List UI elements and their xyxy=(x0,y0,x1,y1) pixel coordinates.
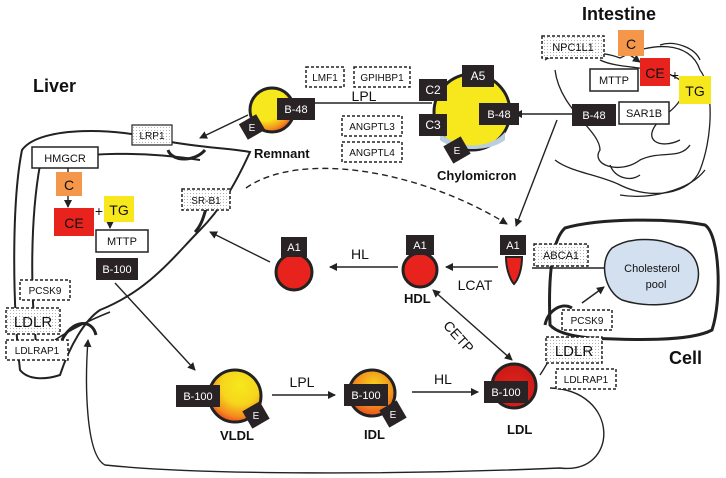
abca1-box: ABCA1 xyxy=(543,250,579,262)
enzyme-lcat: LCAT xyxy=(458,277,493,293)
liver-plus: + xyxy=(95,203,103,219)
liver-c: C xyxy=(64,177,74,193)
angptl4-box: ANGPTL4 xyxy=(349,148,395,159)
apo-c2: C2 xyxy=(425,83,441,97)
apo-e-chylomicron: E xyxy=(454,146,461,157)
intestine-tg: TG xyxy=(685,83,704,99)
cholesterol-pool-line1: Cholesterol xyxy=(624,263,680,275)
ldlrap1-cell-box: LDLRAP1 xyxy=(564,375,609,386)
sar1b-box: SAR1B xyxy=(626,108,662,120)
hdl-label: HDL xyxy=(404,291,431,306)
enzyme-cetp: CETP xyxy=(440,317,477,355)
enzyme-lpl-vldl: LPL xyxy=(290,374,315,390)
enzyme-hl-idl: HL xyxy=(434,371,452,387)
apolipoprotein-tags: A5 C2 C3 B-48 E B-48 E B-48 A1 A1 A1 B-1… xyxy=(96,65,616,429)
apo-c3: C3 xyxy=(425,118,441,132)
intestine-ce: CE xyxy=(645,65,664,81)
gpihbp1-box: GPIHBP1 xyxy=(360,73,404,84)
ldlr-cell-box: LDLR xyxy=(555,343,594,360)
angptl3-box: ANGPTL3 xyxy=(349,122,395,133)
npc1l1-box: NPC1L1 xyxy=(552,42,594,54)
apo-e-vldl: E xyxy=(253,411,260,422)
hdl-particle xyxy=(401,251,439,289)
cell-label: Cell xyxy=(669,348,702,368)
apo-a1-hdl: A1 xyxy=(413,240,426,252)
pcsk9-cell-box: PCSK9 xyxy=(571,316,604,327)
liver-tg: TG xyxy=(109,202,128,218)
hmgcr-box: HMGCR xyxy=(44,153,86,165)
chylomicron-label: Chylomicron xyxy=(437,168,517,183)
nascent-hdl-particle xyxy=(504,256,524,286)
lipid-boxes: C CE + TG C CE + TG xyxy=(54,30,711,236)
enzyme-hl-hdl: HL xyxy=(351,246,369,262)
apo-b100-idl: B-100 xyxy=(351,390,380,402)
apo-b100-liver: B-100 xyxy=(102,264,131,276)
apo-e-idl: E xyxy=(390,410,397,421)
srb1-box: SR-B1 xyxy=(191,196,221,207)
cholesterol-pool-line2: pool xyxy=(646,279,667,291)
ldlrap1-liver-box: LDLRAP1 xyxy=(15,346,60,357)
ldl-label: LDL xyxy=(507,422,532,437)
enzyme-lpl-chylomicron: LPL xyxy=(352,88,377,104)
protein-boxes: LMF1 GPIHBP1 ANGPTL3 ANGPTL4 NPC1L1 MTTP… xyxy=(5,35,670,390)
apo-a1-precursor: A1 xyxy=(287,242,300,254)
apo-a1-nascent: A1 xyxy=(506,240,519,252)
intestine-label: Intestine xyxy=(582,4,656,24)
pcsk9-liver-box: PCSK9 xyxy=(29,286,62,297)
remnant-label: Remnant xyxy=(254,146,310,161)
intestine-plus: + xyxy=(671,67,679,83)
mttp-intestine-box: MTTP xyxy=(599,75,629,87)
apo-b48-remnant: B-48 xyxy=(284,104,307,116)
apo-e-remnant: E xyxy=(249,123,256,134)
lrp1-box: LRP1 xyxy=(139,131,164,142)
apo-b48-chylomicron: B-48 xyxy=(487,109,510,121)
lmf1-box: LMF1 xyxy=(312,73,338,84)
apo-b100-ldl: B-100 xyxy=(491,387,520,399)
apo-b48-intestine: B-48 xyxy=(582,110,605,122)
liver-ce: CE xyxy=(64,215,83,231)
apo-b100-vldl: B-100 xyxy=(183,391,212,403)
hdl-precursor-particle xyxy=(274,252,314,292)
liver-label: Liver xyxy=(33,76,76,96)
idl-label: IDL xyxy=(364,427,385,442)
receptor-cups xyxy=(60,148,573,341)
intestine-c: C xyxy=(626,36,636,52)
mttp-liver-box: MTTP xyxy=(107,236,137,248)
ldlr-liver-box: LDLR xyxy=(14,314,53,331)
vldl-label: VLDL xyxy=(220,428,254,443)
cholesterol-pool: Cholesterol pool xyxy=(603,238,700,306)
apo-a5: A5 xyxy=(471,69,486,83)
